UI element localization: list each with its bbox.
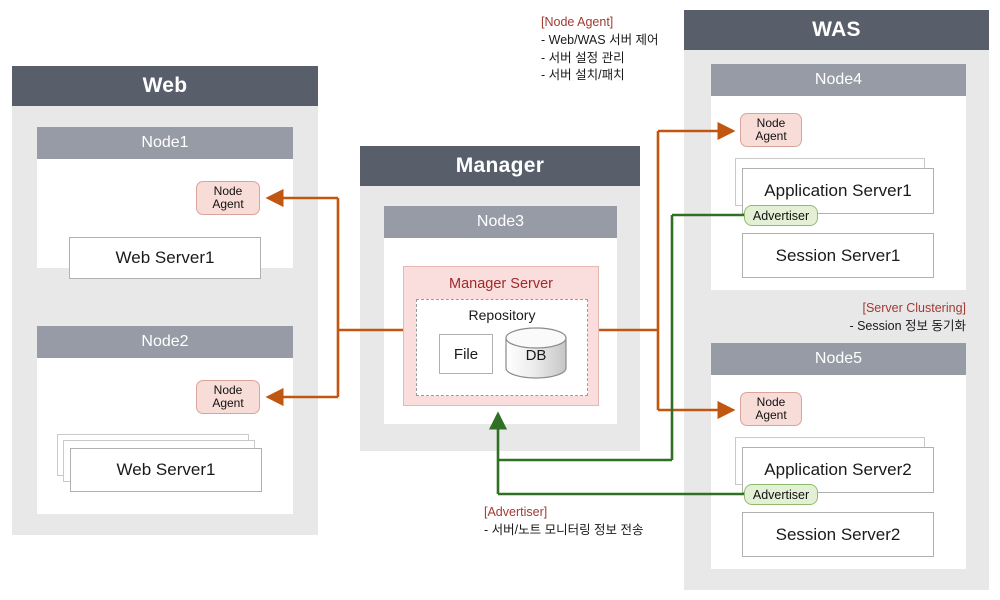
node4-app-server: Application Server1 — [742, 168, 934, 214]
node5-node-agent[interactable]: Node Agent — [740, 392, 802, 426]
node1-node-agent-line2: Agent — [212, 197, 244, 211]
annotation-advertiser-head: [Advertiser] — [484, 505, 548, 519]
node4-node-agent[interactable]: Node Agent — [740, 113, 802, 147]
node4-node-agent-line1: Node — [756, 115, 786, 130]
database-cylinder-icon: DB — [505, 327, 567, 379]
node5-node-agent-line1: Node — [756, 394, 786, 409]
node2-web-server: Web Server1 — [70, 448, 262, 492]
node1-title: Node1 — [37, 127, 293, 159]
manager-server-title: Manager Server — [449, 276, 553, 292]
node5-app-server: Application Server2 — [742, 447, 934, 493]
zone-was-title: WAS — [684, 10, 989, 50]
node5-session-server: Session Server2 — [742, 512, 934, 557]
node4-advertiser[interactable]: Advertiser — [744, 205, 818, 226]
zone-web-title: Web — [12, 66, 318, 106]
node2-node-agent-line2: Agent — [212, 396, 244, 410]
db-label: DB — [525, 347, 547, 364]
annotation-advertiser: [Advertiser] - 서버/노트 모니터링 정보 전송 — [484, 504, 644, 540]
node1-node-agent-line1: Node — [213, 183, 243, 198]
node3-title: Node3 — [384, 206, 617, 238]
annotation-node-agent-line1: - Web/WAS 서버 제어 — [541, 32, 659, 47]
annotation-server-clustering: [Server Clustering] - Session 정보 동기화 — [786, 300, 966, 336]
node2-node-agent-line1: Node — [213, 382, 243, 397]
repository: Repository File DB — [416, 299, 588, 396]
node1-node-agent[interactable]: Node Agent — [196, 181, 260, 215]
annotation-node-agent-head: [Node Agent] — [541, 15, 614, 29]
zone-manager-title: Manager — [360, 146, 640, 186]
node5-node-agent-line2: Agent — [755, 408, 787, 422]
node4-advertiser-label: Advertiser — [752, 208, 810, 223]
node2-node-agent[interactable]: Node Agent — [196, 380, 260, 414]
annotation-server-clustering-head: [Server Clustering] — [862, 301, 966, 315]
repository-title: Repository — [468, 307, 536, 323]
node5-advertiser-label: Advertiser — [752, 487, 810, 502]
node5-title: Node5 — [711, 343, 966, 375]
node5-advertiser[interactable]: Advertiser — [744, 484, 818, 505]
node4-session-server: Session Server1 — [742, 233, 934, 278]
annotation-node-agent-line2: - 서버 설정 관리 — [541, 50, 625, 65]
manager-server: Manager Server Repository File DB — [403, 266, 599, 406]
node2-title: Node2 — [37, 326, 293, 358]
node1-web-server: Web Server1 — [69, 237, 261, 279]
annotation-server-clustering-line1: - Session 정보 동기화 — [849, 318, 966, 333]
node4-title: Node4 — [711, 64, 966, 96]
annotation-node-agent-line3: - 서버 설치/패치 — [541, 68, 625, 83]
annotation-advertiser-line1: - 서버/노트 모니터링 정보 전송 — [484, 522, 644, 537]
annotation-node-agent: [Node Agent] - Web/WAS 서버 제어 - 서버 설정 관리 … — [541, 14, 659, 85]
file-store: File — [439, 334, 493, 374]
node4-node-agent-line2: Agent — [755, 129, 787, 143]
